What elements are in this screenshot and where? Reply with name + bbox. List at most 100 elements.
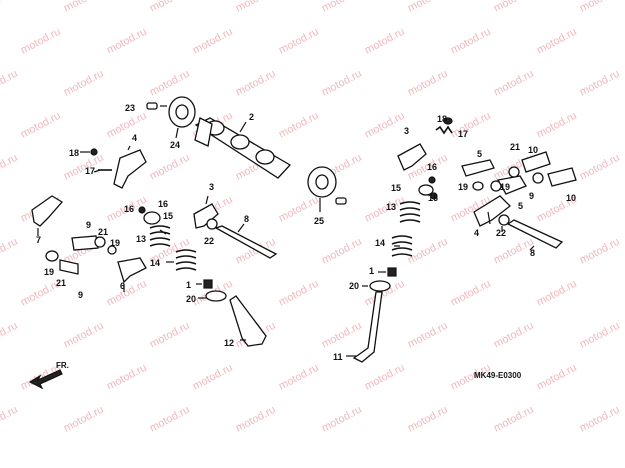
outer-spring-13b xyxy=(399,201,421,223)
bearing-25-inner xyxy=(315,174,329,190)
camshaft-2-end xyxy=(194,117,213,147)
callout-23: 23 xyxy=(125,103,135,113)
leader-3a xyxy=(205,195,209,205)
washer-19b xyxy=(45,250,59,262)
watermark-text: motod.ru xyxy=(320,0,364,15)
watermark-text: motod.ru xyxy=(578,0,622,15)
callout-20: 20 xyxy=(186,294,196,304)
watermark-text: motod.ru xyxy=(492,68,536,99)
watermark-text: motod.ru xyxy=(535,110,579,141)
watermark-text: motod.ru xyxy=(105,278,149,309)
bearing-24-inner xyxy=(175,104,189,120)
callout-18: 18 xyxy=(437,114,447,124)
leader-4a xyxy=(127,145,131,151)
keeper-16d xyxy=(430,192,438,200)
watermark-text: motod.ru xyxy=(406,68,450,99)
watermark-text: motod.ru xyxy=(0,0,20,15)
watermark-text: motod.ru xyxy=(535,26,579,57)
callout-2: 2 xyxy=(249,112,254,122)
callout-11: 11 xyxy=(333,352,343,362)
watermark-text: motod.ru xyxy=(449,26,493,57)
pin-17b xyxy=(435,125,453,135)
watermark-text: motod.ru xyxy=(363,26,407,57)
adjuster-22a xyxy=(206,218,218,230)
leader-24 xyxy=(175,127,179,139)
watermark-text: motod.ru xyxy=(535,278,579,309)
callout-15: 15 xyxy=(163,211,173,221)
washer-21c xyxy=(508,166,520,178)
keeper-16c xyxy=(428,176,436,184)
callout-21: 21 xyxy=(510,142,520,152)
seat-20a xyxy=(205,290,227,302)
callout-9: 9 xyxy=(86,220,91,230)
callout-1: 1 xyxy=(186,280,191,290)
retainer-15a xyxy=(143,211,161,225)
washer-19c xyxy=(472,181,484,191)
pushrod-8b xyxy=(506,219,564,249)
watermark-text: motod.ru xyxy=(62,0,106,15)
callout-5: 5 xyxy=(477,149,482,159)
seat-20b xyxy=(369,280,391,292)
callout-6: 6 xyxy=(120,281,125,291)
callout-16: 16 xyxy=(427,162,437,172)
watermark-text: motod.ru xyxy=(535,362,579,393)
rocker-arm-7 xyxy=(31,195,64,227)
watermark-text: motod.ru xyxy=(0,236,20,267)
callout-22: 22 xyxy=(496,228,506,238)
leader-17a xyxy=(93,169,101,173)
retainer-15b xyxy=(418,184,434,196)
watermark-text: motod.ru xyxy=(0,68,20,99)
right-rocker-group xyxy=(461,151,577,251)
watermark-text: motod.ru xyxy=(406,236,450,267)
watermark-text: motod.ru xyxy=(62,68,106,99)
callout-17: 17 xyxy=(85,166,95,176)
callout-16: 16 xyxy=(124,204,134,214)
watermark-text: motod.ru xyxy=(148,0,192,15)
pushrod-8a xyxy=(214,225,278,259)
leader-4b xyxy=(487,211,491,225)
bolt-18 xyxy=(90,148,98,156)
watermark-text: motod.ru xyxy=(19,26,63,57)
callout-12: 12 xyxy=(224,338,234,348)
watermark-text: motod.ru xyxy=(105,110,149,141)
front-direction-indicator: FR. xyxy=(28,361,69,390)
watermark-text: motod.ru xyxy=(578,236,622,267)
camshaft-assembly xyxy=(146,96,347,212)
watermark-text: motod.ru xyxy=(449,110,493,141)
leader-8b xyxy=(529,245,535,251)
dowel-pin-23 xyxy=(146,102,158,110)
callout-20: 20 xyxy=(349,281,359,291)
watermark-text: motod.ru xyxy=(320,320,364,351)
watermark-text: motod.ru xyxy=(363,362,407,393)
watermark-text: motod.ru xyxy=(406,404,450,435)
watermark-layer: motod.ru motod.ru motod.ru motod.ru motod.ru… xyxy=(0,0,622,435)
callout-25: 25 xyxy=(314,216,324,226)
valve-12 xyxy=(229,295,267,347)
bolt-18b xyxy=(443,117,453,125)
watermark-text: motod.ru xyxy=(578,404,622,435)
front-arrow-icon xyxy=(28,369,63,390)
callout-19: 19 xyxy=(44,267,54,277)
watermark-text: motod.ru xyxy=(148,152,192,183)
rocker-shaft-10a xyxy=(521,151,551,173)
keeper-16a xyxy=(138,206,146,214)
rocker-shaft-9a xyxy=(71,235,99,251)
rocker-arm-4b xyxy=(473,195,511,227)
watermark-text: motod.ru xyxy=(406,320,450,351)
callout-10: 10 xyxy=(566,193,576,203)
watermark-text: motod.ru xyxy=(492,0,536,15)
watermark-text: motod.ru xyxy=(277,278,321,309)
watermark-text: motod.ru xyxy=(320,236,364,267)
callout-13: 13 xyxy=(386,202,396,212)
watermark-text: motod.ru xyxy=(320,404,364,435)
camshaft-2-lobe-c xyxy=(255,149,275,165)
watermark-text: motod.ru xyxy=(105,362,149,393)
callout-7: 7 xyxy=(36,235,41,245)
callout-14: 14 xyxy=(375,238,385,248)
left-rocker-group xyxy=(31,145,147,292)
watermark-text: motod.ru xyxy=(234,68,278,99)
watermark-text: motod.ru xyxy=(277,110,321,141)
callout-1: 1 xyxy=(369,266,374,276)
